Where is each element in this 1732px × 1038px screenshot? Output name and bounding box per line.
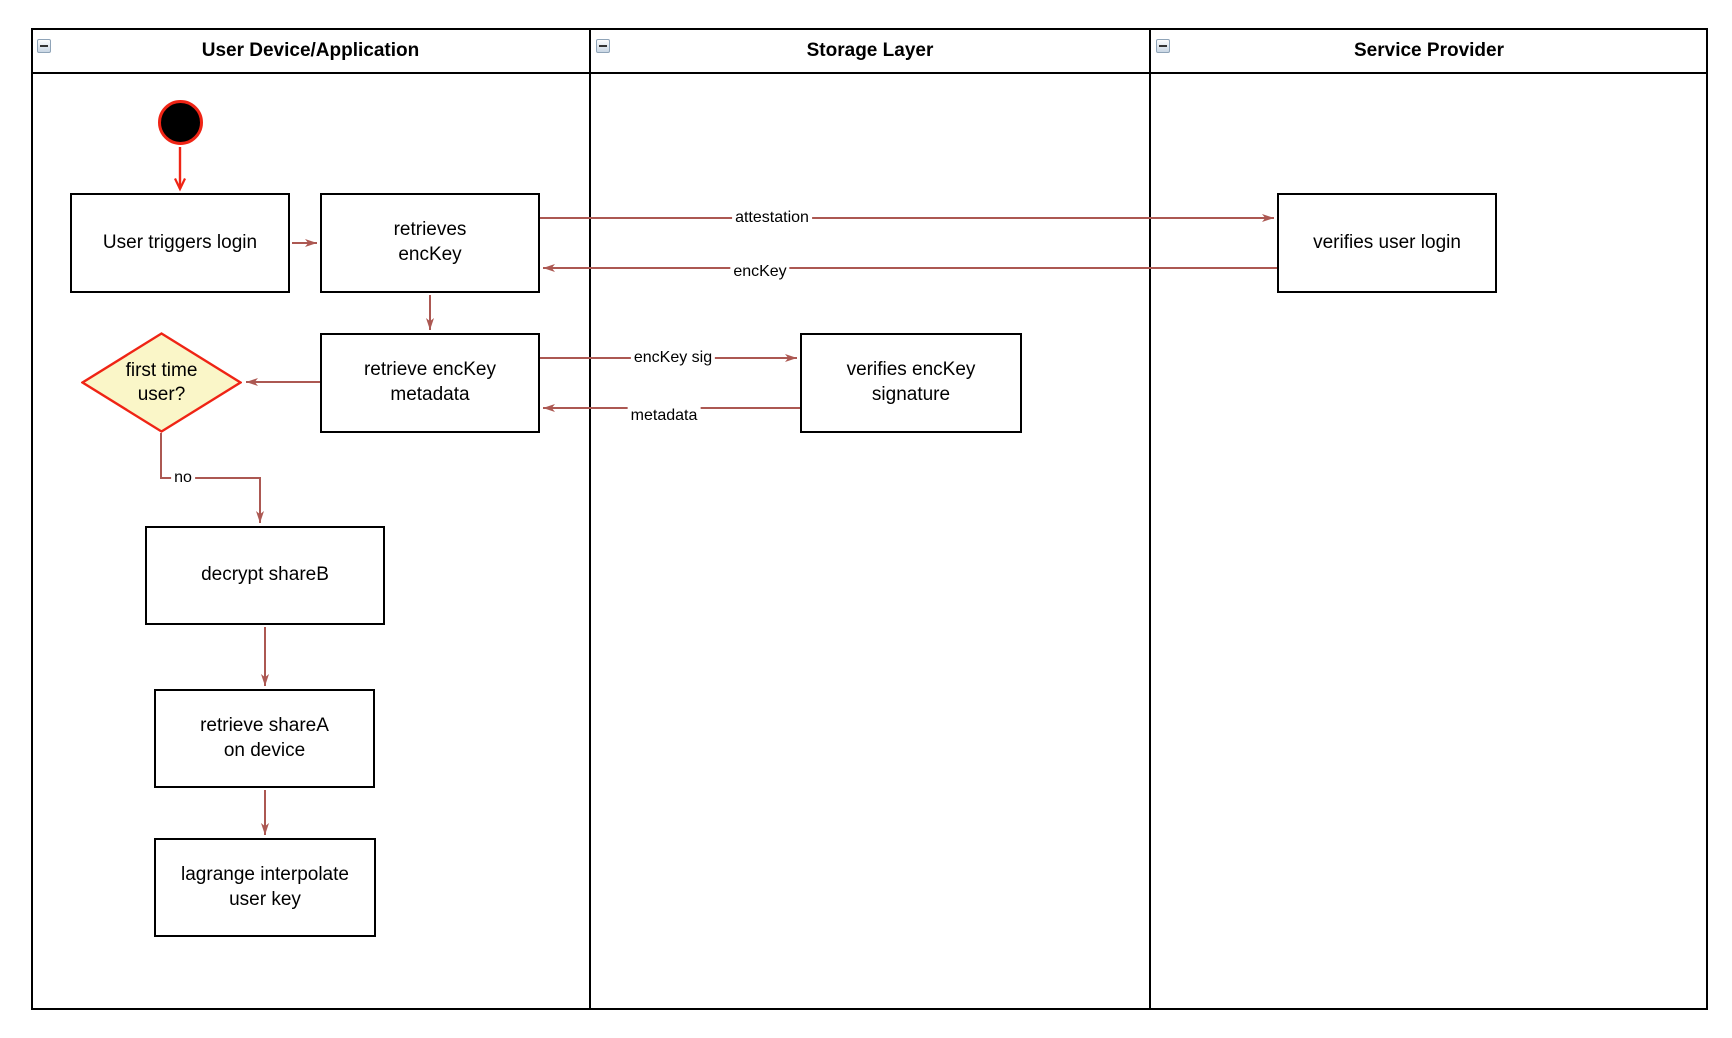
lane-title: User Device/Application xyxy=(201,40,420,61)
node-label-line1: retrieve encKey xyxy=(363,359,496,381)
edge-label-no: no xyxy=(171,469,195,487)
lane-header-storage-layer[interactable]: Storage Layer xyxy=(590,30,1150,72)
lane-header-user-device[interactable]: User Device/Application xyxy=(31,30,590,72)
minus-glyph xyxy=(599,45,607,47)
node-decrypt-shareb[interactable]: decrypt shareB xyxy=(145,526,385,625)
node-retrieve-sharea[interactable]: retrieve shareA on device xyxy=(154,689,375,788)
node-label: verifies user login xyxy=(1313,231,1461,253)
node-label: decrypt shareB xyxy=(201,564,329,586)
node-label-line2: metadata xyxy=(390,384,470,405)
node-user-triggers-login[interactable]: User triggers login xyxy=(70,193,290,293)
collapse-minus-icon[interactable] xyxy=(1156,39,1170,53)
edge-label-metadata: metadata xyxy=(627,407,701,425)
lane-title: Storage Layer xyxy=(806,40,934,61)
decision-first-time-user[interactable]: first time user? xyxy=(81,332,242,433)
node-retrieves-enckey[interactable]: retrieves encKey xyxy=(320,193,540,293)
lane-divider xyxy=(589,28,591,1010)
lane-header-divider xyxy=(31,72,1708,74)
decision-label-line2: user? xyxy=(137,383,186,405)
node-label-line2: encKey xyxy=(398,244,462,265)
minus-glyph xyxy=(40,45,48,47)
edge-label-enckey: encKey xyxy=(730,263,790,281)
decision-label: first time user? xyxy=(81,332,242,433)
node-retrieve-enckey-metadata[interactable]: retrieve encKey metadata xyxy=(320,333,540,433)
edge-label-enckey-sig: encKey sig xyxy=(630,349,716,367)
node-label-line1: retrieve shareA xyxy=(200,714,329,736)
node-label-line1: retrieves xyxy=(393,219,467,241)
diamond-shape xyxy=(81,332,242,433)
lane-divider xyxy=(1149,28,1151,1010)
decision-label-line1: first time xyxy=(125,359,198,381)
minus-glyph xyxy=(1159,45,1167,47)
node-lagrange-interpolate[interactable]: lagrange interpolate user key xyxy=(154,838,376,937)
node-label-line2: on device xyxy=(223,739,306,761)
node-label-line2: user key xyxy=(229,888,301,910)
node-verifies-enckey-signature[interactable]: verifies encKey signature xyxy=(800,333,1022,433)
lane-title: Service Provider xyxy=(1354,40,1504,61)
node-label-line1: verifies encKey xyxy=(846,359,976,381)
edge-label-attestation: attestation xyxy=(732,209,812,227)
lane-header-service-provider[interactable]: Service Provider xyxy=(1150,30,1708,72)
node-verifies-user-login[interactable]: verifies user login xyxy=(1277,193,1497,293)
node-label: User triggers login xyxy=(102,231,258,253)
collapse-minus-icon[interactable] xyxy=(37,39,51,53)
collapse-minus-icon[interactable] xyxy=(596,39,610,53)
node-label-line1: lagrange interpolate xyxy=(181,863,349,885)
initial-node[interactable] xyxy=(158,100,203,145)
node-label-line2: signature xyxy=(871,384,951,405)
